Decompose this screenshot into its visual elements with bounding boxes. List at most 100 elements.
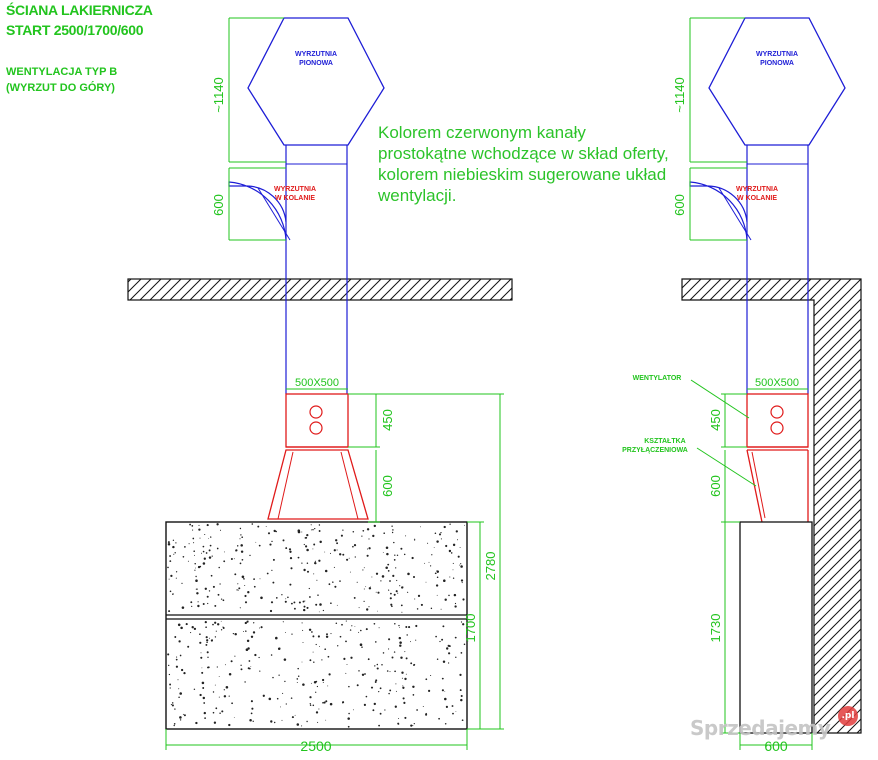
texture-dot [328, 673, 331, 676]
texture-dot [319, 603, 322, 606]
texture-dot [345, 620, 347, 622]
texture-dot [361, 535, 363, 537]
texture-dot [182, 555, 185, 558]
texture-dot [240, 668, 243, 671]
texture-dot [214, 684, 216, 686]
fan-symbol-bottom [309, 421, 323, 435]
texture-dot [175, 658, 178, 661]
texture-dot [201, 552, 202, 554]
texture-dot [174, 552, 176, 554]
texture-dot [287, 596, 289, 599]
texture-dot [460, 698, 463, 702]
texture-dot [398, 718, 400, 719]
texture-dot [452, 562, 454, 564]
texture-dot [196, 588, 198, 590]
texture-dot [252, 720, 254, 722]
texture-dot [268, 697, 272, 701]
texture-dot [207, 602, 209, 605]
texture-dot [387, 563, 390, 566]
texture-dot [278, 674, 280, 676]
texture-dot [297, 667, 299, 670]
texture-dot [281, 594, 283, 596]
texture-dot [204, 717, 206, 719]
texture-dot [168, 664, 170, 667]
texture-dot [376, 663, 379, 666]
texture-dot [454, 602, 457, 605]
texture-dot [394, 622, 396, 625]
texture-dot [249, 554, 251, 557]
texture-dot [285, 547, 288, 550]
texture-dot [202, 687, 205, 689]
texture-dot [244, 585, 246, 586]
texture-dot [239, 538, 241, 540]
texture-dot [337, 645, 339, 647]
texture-dot [201, 667, 203, 669]
texture-dot [410, 724, 413, 727]
side-view: WYRZUTNIA PIONOWA WYRZUTNIA W KOLANIE [622, 17, 862, 754]
texture-dot [312, 528, 314, 531]
texture-dot [332, 581, 334, 583]
texture-dot [208, 538, 210, 539]
texture-dot [253, 585, 256, 588]
texture-dot [325, 635, 329, 639]
texture-dot [314, 562, 317, 565]
texture-dot [448, 549, 452, 553]
texture-dot [191, 626, 194, 629]
texture-dot [401, 586, 404, 589]
watermark-badge: .pl [838, 706, 858, 726]
texture-dot [312, 704, 315, 707]
texture-dot [236, 545, 239, 547]
texture-dot [380, 580, 382, 582]
texture-dot [216, 666, 218, 668]
texture-dot [454, 605, 457, 608]
texture-dot [452, 569, 454, 571]
texture-dot [192, 537, 195, 540]
texture-dot [249, 718, 252, 722]
texture-dot [258, 544, 261, 547]
texture-dot [395, 683, 397, 685]
texture-dot [327, 685, 329, 687]
texture-dot [420, 603, 423, 606]
texture-dot [207, 656, 209, 659]
texture-dot [436, 594, 438, 596]
texture-dot [326, 633, 328, 636]
texture-dot [313, 543, 316, 546]
exhaust-hood-front [247, 17, 385, 146]
texture-dot [297, 675, 300, 677]
dim-elbow-height-side: 600 [672, 194, 687, 216]
texture-dot [429, 565, 432, 567]
texture-dot [413, 539, 416, 541]
texture-dot [352, 709, 354, 711]
texture-dot [342, 553, 345, 556]
texture-dot [329, 552, 332, 554]
texture-dot [239, 527, 242, 530]
texture-dot [215, 630, 217, 632]
texture-dot [456, 539, 459, 541]
texture-dot [434, 532, 437, 535]
texture-dot [243, 578, 245, 580]
texture-dot [308, 587, 310, 590]
texture-dot [202, 696, 206, 700]
texture-dot [462, 623, 465, 626]
texture-dot [313, 573, 315, 575]
texture-dot [351, 625, 353, 627]
texture-dot [367, 658, 370, 661]
texture-dot [204, 620, 207, 624]
texture-dot [383, 532, 386, 535]
texture-dot [175, 577, 177, 579]
texture-dot [395, 690, 397, 692]
texture-dot [250, 712, 253, 715]
texture-dot [197, 601, 199, 603]
texture-dot [169, 683, 172, 686]
texture-dot [446, 647, 449, 650]
texture-dot [318, 611, 320, 613]
texture-dot [381, 575, 385, 578]
texture-dot [168, 610, 171, 613]
texture-dot [460, 652, 463, 654]
texture-dot [310, 682, 312, 684]
texture-dot [443, 579, 446, 582]
texture-dot [218, 696, 220, 698]
texture-dot [452, 577, 455, 579]
texture-dot [250, 700, 253, 703]
texture-dot [334, 585, 337, 588]
